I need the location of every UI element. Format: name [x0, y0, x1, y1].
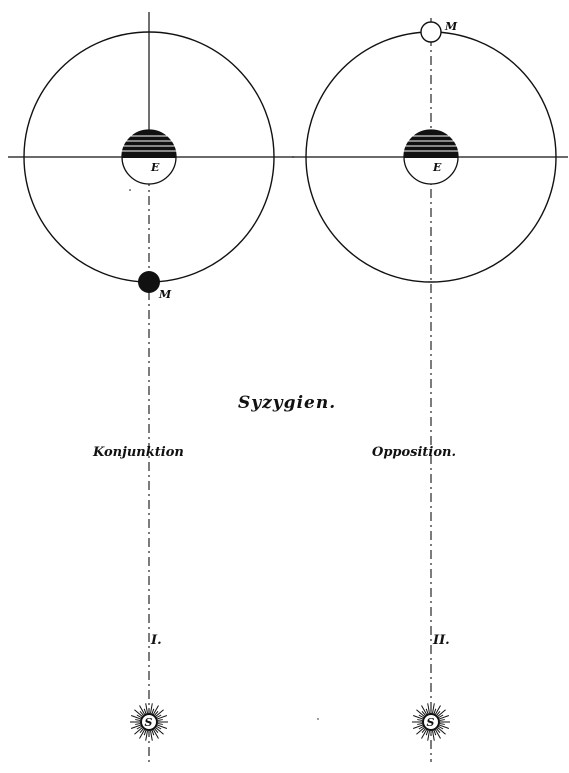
panel-conjunction: E M Konjunktion I. S [8, 12, 294, 762]
earth-label: E [432, 161, 442, 174]
sun-ray [136, 726, 142, 730]
sun-ray [427, 730, 430, 741]
sun-ray [155, 709, 164, 717]
sun-ray [155, 727, 164, 735]
sun-disc [140, 713, 158, 731]
sun-ray [418, 726, 424, 730]
sun-ray [418, 714, 424, 718]
sun-ray [433, 708, 437, 714]
sun-ray [436, 728, 441, 734]
sun-ray [425, 730, 429, 736]
sun-ray [432, 703, 435, 714]
sun-ray [412, 724, 423, 729]
sun-ray [439, 724, 450, 729]
sun-ray [156, 726, 162, 730]
numeral-two: II. [432, 633, 450, 648]
sun-ray [143, 730, 147, 736]
sun-ray [134, 709, 143, 717]
sun-label: S [145, 716, 153, 729]
sun-rays [412, 703, 450, 741]
sun-ray [427, 703, 430, 714]
sun-disc [422, 713, 440, 731]
moon-label: M [444, 20, 458, 33]
sun-ray [416, 709, 425, 717]
panel-opposition: E M Opposition. II. S [292, 18, 568, 762]
sun-ray [417, 723, 423, 725]
sun-ray [439, 715, 450, 720]
sun-ray [145, 703, 148, 714]
sun-ray [157, 724, 168, 729]
earth-label: E [150, 161, 160, 174]
moon-label: M [158, 288, 172, 301]
sun-ray [435, 705, 441, 715]
sun-ray [154, 728, 159, 734]
conjunction-label: Konjunktion [92, 445, 184, 460]
sun-ray [156, 714, 162, 718]
sun-ray [135, 719, 141, 721]
sun-ray [438, 714, 444, 718]
sun: S [130, 703, 168, 741]
sun-ray [143, 708, 147, 714]
sun-ray [151, 708, 155, 714]
sun-ray [437, 709, 446, 717]
sun-ray [139, 729, 145, 739]
sun-ray [130, 724, 141, 729]
sun-ray [157, 715, 168, 720]
sun-label: S [427, 716, 435, 729]
sun-ray [130, 715, 141, 720]
sun-ray [412, 715, 423, 720]
sun-ray [154, 710, 159, 716]
sun-ray [437, 727, 446, 735]
sun-ray [436, 710, 441, 716]
sun-ray [421, 710, 426, 716]
earth [120, 129, 180, 185]
sun-ray [157, 719, 163, 721]
sun-ray [153, 729, 159, 739]
sun-ray [157, 723, 163, 725]
sun-ray [421, 728, 426, 734]
sun-ray [432, 730, 435, 741]
sun-ray [153, 705, 159, 715]
sun-ray [134, 727, 143, 735]
heading-syzygien: Syzygien. [238, 393, 336, 413]
sun-ray [425, 708, 429, 714]
sun-ray [433, 730, 437, 736]
sun-ray [139, 705, 145, 715]
sun-ray [139, 728, 144, 734]
numeral-one: I. [150, 633, 162, 648]
sun-ray [139, 710, 144, 716]
sun-ray [438, 726, 444, 730]
moon-new [138, 271, 160, 293]
sun-ray [421, 729, 427, 739]
print-speck [129, 189, 131, 191]
earth [402, 129, 462, 185]
moon-full [420, 21, 442, 43]
sun-ray [150, 703, 153, 714]
sun-ray [439, 723, 445, 725]
sun-ray [136, 714, 142, 718]
opposition-label: Opposition. [372, 445, 456, 460]
sun-ray [417, 719, 423, 721]
sun-ray [145, 730, 148, 741]
sun-ray [435, 729, 441, 739]
sun-rays [130, 703, 168, 741]
print-speck [317, 718, 319, 720]
sun-ray [439, 719, 445, 721]
sun-ray [150, 730, 153, 741]
sun: S [412, 703, 450, 741]
sun-ray [421, 705, 427, 715]
sun-ray [416, 727, 425, 735]
sun-ray [135, 723, 141, 725]
sun-ray [151, 730, 155, 736]
